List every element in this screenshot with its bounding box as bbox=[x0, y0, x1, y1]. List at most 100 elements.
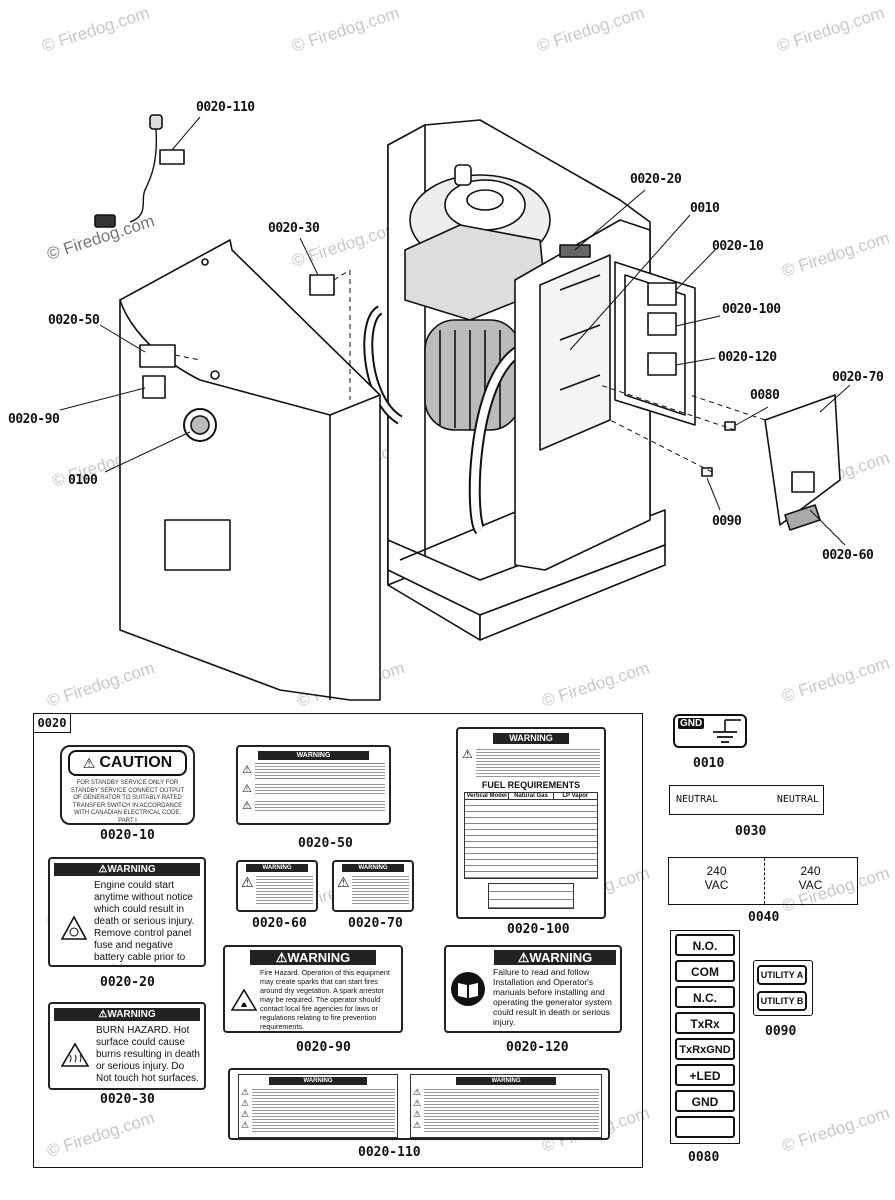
table-header: Vertical Model bbox=[465, 793, 510, 799]
terminal-label: N.C. bbox=[675, 986, 735, 1008]
vac-decal: 240 VAC 240 VAC bbox=[668, 857, 858, 905]
fuel-table-body bbox=[464, 800, 598, 879]
warning-decal-0020-90: ⚠WARNING Fire Hazard. Operation of this … bbox=[223, 945, 403, 1033]
table-header: Natural Gas bbox=[509, 793, 554, 799]
caution-title: CAUTION bbox=[99, 754, 173, 771]
callout-0020-20: 0020-20 bbox=[630, 172, 682, 187]
vac-left-value: 240 bbox=[706, 864, 727, 878]
callout-0020-10: 0020-10 bbox=[712, 239, 764, 254]
read-manual-icon bbox=[446, 947, 490, 1031]
terminal-label: N.O. bbox=[675, 934, 735, 956]
warning-title: WARNING bbox=[107, 864, 156, 875]
callout-0090: 0090 bbox=[712, 514, 742, 529]
hazard-icon: ⚠ bbox=[241, 1087, 250, 1097]
hazard-icon: ⚠ bbox=[413, 1109, 422, 1119]
warning-title: WARNING bbox=[287, 950, 351, 965]
vac-right-value: 240 bbox=[800, 864, 821, 878]
fire-hazard-icon: ⚠ bbox=[462, 747, 473, 761]
warning-triangle-icon: ⚠ bbox=[98, 1009, 108, 1020]
warning-title: WARNING bbox=[303, 1078, 333, 1084]
warning-title: WARNING bbox=[509, 733, 553, 743]
caption-0020-100: 0020-100 bbox=[507, 922, 570, 937]
terminal-label: GND bbox=[675, 1090, 735, 1112]
warning-triangle-icon: ⚠ bbox=[517, 950, 530, 965]
warning-decal-0020-60: WARNING ⚠ bbox=[236, 860, 318, 912]
callout-0020-50: 0020-50 bbox=[48, 313, 100, 328]
caption-0090: 0090 bbox=[765, 1024, 797, 1039]
terminal-label: TxRx bbox=[675, 1012, 735, 1034]
warning-decal-0020-100: WARNING ⚠ FUEL REQUIREMENTS Vertical Mod… bbox=[456, 727, 606, 919]
caption-0020-70: 0020-70 bbox=[348, 916, 403, 931]
gnd-decal: GND bbox=[673, 714, 747, 748]
fuel-type-table bbox=[488, 883, 574, 909]
callout-0020-70: 0020-70 bbox=[832, 370, 884, 385]
terminal-label: +LED bbox=[675, 1064, 735, 1086]
terminal-label: COM bbox=[675, 960, 735, 982]
warning-decal-0020-30: ⚠WARNING BURN HAZARD. Hot surface could … bbox=[48, 1002, 206, 1090]
hazard-icon: ⚠ bbox=[413, 1098, 422, 1108]
warning-title: WARNING bbox=[529, 950, 593, 965]
table-header: LP Vapor bbox=[562, 793, 589, 799]
hot-surface-icon bbox=[54, 1025, 96, 1085]
hazard-icon: ⚠ bbox=[241, 874, 254, 890]
caption-0020-10: 0020-10 bbox=[100, 828, 155, 843]
decal-kit-box bbox=[33, 713, 643, 1168]
callout-0100: 0100 bbox=[68, 473, 98, 488]
caption-0020-120: 0020-120 bbox=[506, 1040, 569, 1055]
callout-0020-100: 0020-100 bbox=[722, 302, 781, 317]
callout-0080: 0080 bbox=[750, 388, 780, 403]
callout-0020-30: 0020-30 bbox=[268, 221, 320, 236]
warning-title: WARNING bbox=[491, 1078, 521, 1084]
hazard-icon: ⚠ bbox=[241, 1109, 250, 1119]
utility-a-label: UTILITY A bbox=[757, 965, 807, 985]
caution-decal: ⚠ CAUTION FOR STANDBY SERVICE ONLY FOR S… bbox=[60, 745, 195, 825]
watermark: © Firedog.com bbox=[779, 1103, 892, 1156]
caption-0020-30: 0020-30 bbox=[100, 1092, 155, 1107]
warning-decal-0020-50: WARNING ⚠ ⚠ ⚠ bbox=[236, 745, 391, 825]
warning-triangle-icon: ⚠ bbox=[275, 950, 288, 965]
vac-left-unit: VAC bbox=[704, 878, 729, 892]
warning-decal-0020-70: WARNING ⚠ bbox=[332, 860, 414, 912]
neutral-decal: NEUTRAL NEUTRAL bbox=[669, 785, 824, 815]
terminal-blank bbox=[675, 1116, 735, 1138]
kit-box-label: 0020 bbox=[33, 713, 71, 733]
hazard-icon: ⚠ bbox=[241, 1098, 250, 1108]
caption-0020-60: 0020-60 bbox=[252, 916, 307, 931]
warning-title: WARNING bbox=[358, 865, 388, 871]
caption-0020-110: 0020-110 bbox=[358, 1145, 421, 1160]
neutral-label-left: NEUTRAL bbox=[676, 794, 719, 805]
hazard-icon: ⚠ bbox=[413, 1087, 422, 1097]
callout-0010: 0010 bbox=[690, 201, 720, 216]
warning-decal-0020-110: WARNING ⚠⚠⚠⚠ WARNING ⚠⚠⚠⚠ bbox=[228, 1068, 610, 1140]
terminal-decal: N.O. COM N.C. TxRx TxRxGND +LED GND bbox=[670, 930, 740, 1144]
fire-hazard-icon bbox=[228, 968, 260, 1031]
callout-0020-120: 0020-120 bbox=[718, 350, 777, 365]
fire-hazard-icon: ⚠ bbox=[242, 764, 252, 776]
caption-0020-50: 0020-50 bbox=[298, 836, 353, 851]
shock-hazard-icon: ⚠ bbox=[242, 783, 252, 795]
caption-0030: 0030 bbox=[735, 824, 767, 839]
rotating-parts-icon bbox=[54, 880, 94, 965]
utility-decal: UTILITY A UTILITY B bbox=[753, 960, 813, 1016]
fire-hazard-icon: ⚠ bbox=[337, 874, 350, 890]
neutral-label-right: NEUTRAL bbox=[776, 794, 819, 805]
warning-triangle-icon: ⚠ bbox=[98, 864, 108, 875]
warning-decal-0020-120: ⚠WARNING Failure to read and follow Inst… bbox=[444, 945, 622, 1033]
callout-0020-60: 0020-60 bbox=[822, 548, 874, 563]
vac-right-unit: VAC bbox=[798, 878, 823, 892]
exploded-view-drawing bbox=[59, 114, 851, 701]
warning-title: WARNING bbox=[107, 1009, 156, 1020]
hazard-icon: ⚠ bbox=[242, 800, 252, 812]
fuel-requirements-title: FUEL REQUIREMENTS bbox=[481, 780, 581, 790]
warning-text: Fire Hazard. Operation of this equipment… bbox=[260, 968, 390, 1031]
warning-triangle-icon: ⚠ bbox=[82, 754, 96, 771]
ground-symbol-icon bbox=[713, 719, 741, 743]
callout-0020-110: 0020-110 bbox=[196, 100, 255, 115]
caption-0020-20: 0020-20 bbox=[100, 975, 155, 990]
caption-0010: 0010 bbox=[693, 756, 725, 771]
hazard-icon: ⚠ bbox=[241, 1120, 250, 1130]
warning-decal-0020-20: ⚠WARNING Engine could start anytime with… bbox=[48, 857, 206, 967]
warning-title: WARNING bbox=[296, 752, 331, 759]
terminal-label: TxRxGND bbox=[675, 1038, 735, 1060]
hazard-icon: ⚠ bbox=[413, 1120, 422, 1130]
